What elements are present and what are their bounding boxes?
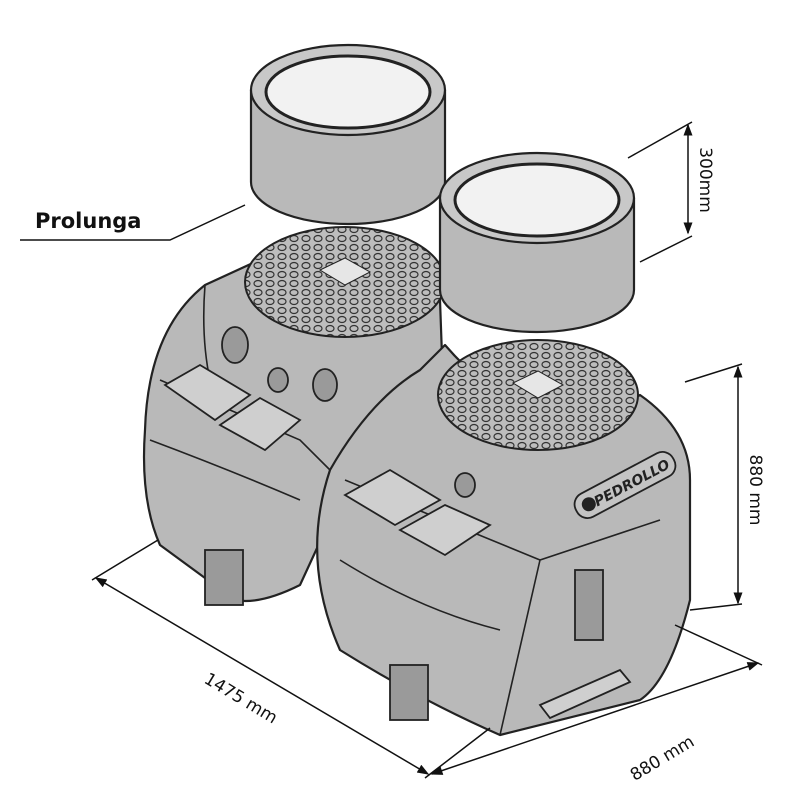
extension-left	[249, 43, 447, 226]
foot-right	[389, 664, 429, 721]
left-tank	[142, 260, 447, 606]
vent-left	[267, 367, 289, 393]
length-label: 1475 mm	[200, 669, 280, 728]
dim-length	[94, 577, 430, 775]
lid-right-plate	[511, 370, 565, 399]
prolunga-label: Prolunga	[35, 209, 141, 233]
dim-width	[430, 662, 760, 775]
width-label: 880 mm	[627, 732, 698, 786]
lid-left-plate	[318, 257, 372, 286]
prolunga-leader	[20, 204, 246, 241]
inlet-left	[221, 326, 249, 364]
handle-slot	[574, 569, 604, 641]
foot-left	[204, 549, 244, 606]
extension-height-label: 300mm	[695, 147, 715, 213]
extension-right	[438, 151, 636, 334]
vent-right	[454, 472, 476, 498]
tank-height-label: 880 mm	[745, 455, 765, 526]
outlet-left	[312, 368, 338, 402]
